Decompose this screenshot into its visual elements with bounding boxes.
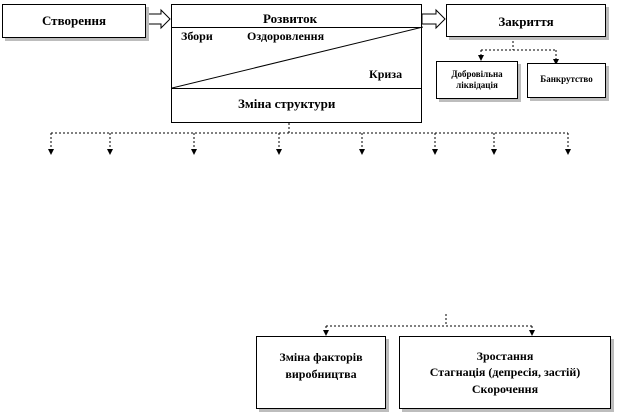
phase-growth-label: Збори: [181, 29, 213, 43]
development-box: Розвиток Збори Оздоровлення Криза Зміна …: [171, 4, 423, 123]
lower-branches: [323, 314, 535, 336]
dynamics-decline-label: Скорочення: [471, 382, 539, 396]
closure-label: Закриття: [498, 14, 554, 29]
dynamics-box: Зростання Стагнація (депресія, застій) С…: [399, 336, 611, 409]
bankruptcy-label: Банкрутство: [540, 74, 593, 84]
arrow-development-closure: [421, 8, 446, 30]
factors-change-label: Зміна факторів виробництва: [279, 350, 363, 382]
bankruptcy-box: Банкрутство: [527, 63, 606, 98]
closure-box: Закриття: [446, 4, 606, 37]
dynamics-stagnation-label: Стагнація (депресія, застій): [429, 365, 581, 379]
creation-box: Створення: [2, 4, 146, 38]
dynamics-growth-label: Зростання: [476, 349, 534, 363]
phase-recovery-label: Оздоровлення: [247, 29, 325, 43]
structure-change-label: Зміна структури: [238, 96, 336, 111]
creation-label: Створення: [41, 13, 107, 28]
development-branches: [48, 123, 571, 155]
arrow-creation-development: [146, 8, 171, 30]
voluntary-liquidation-box: Добровільна ліквідація: [436, 61, 518, 99]
development-label: Розвиток: [263, 11, 318, 26]
development-divider: [172, 27, 421, 28]
phase-crisis-label: Криза: [369, 67, 403, 81]
factors-change-box: Зміна факторів виробництва: [256, 336, 386, 409]
voluntary-liquidation-label: Добровільна ліквідація: [451, 69, 503, 91]
crisis-diagonal: [172, 26, 423, 89]
structure-divider: [172, 88, 421, 89]
closure-branches: [478, 37, 559, 65]
